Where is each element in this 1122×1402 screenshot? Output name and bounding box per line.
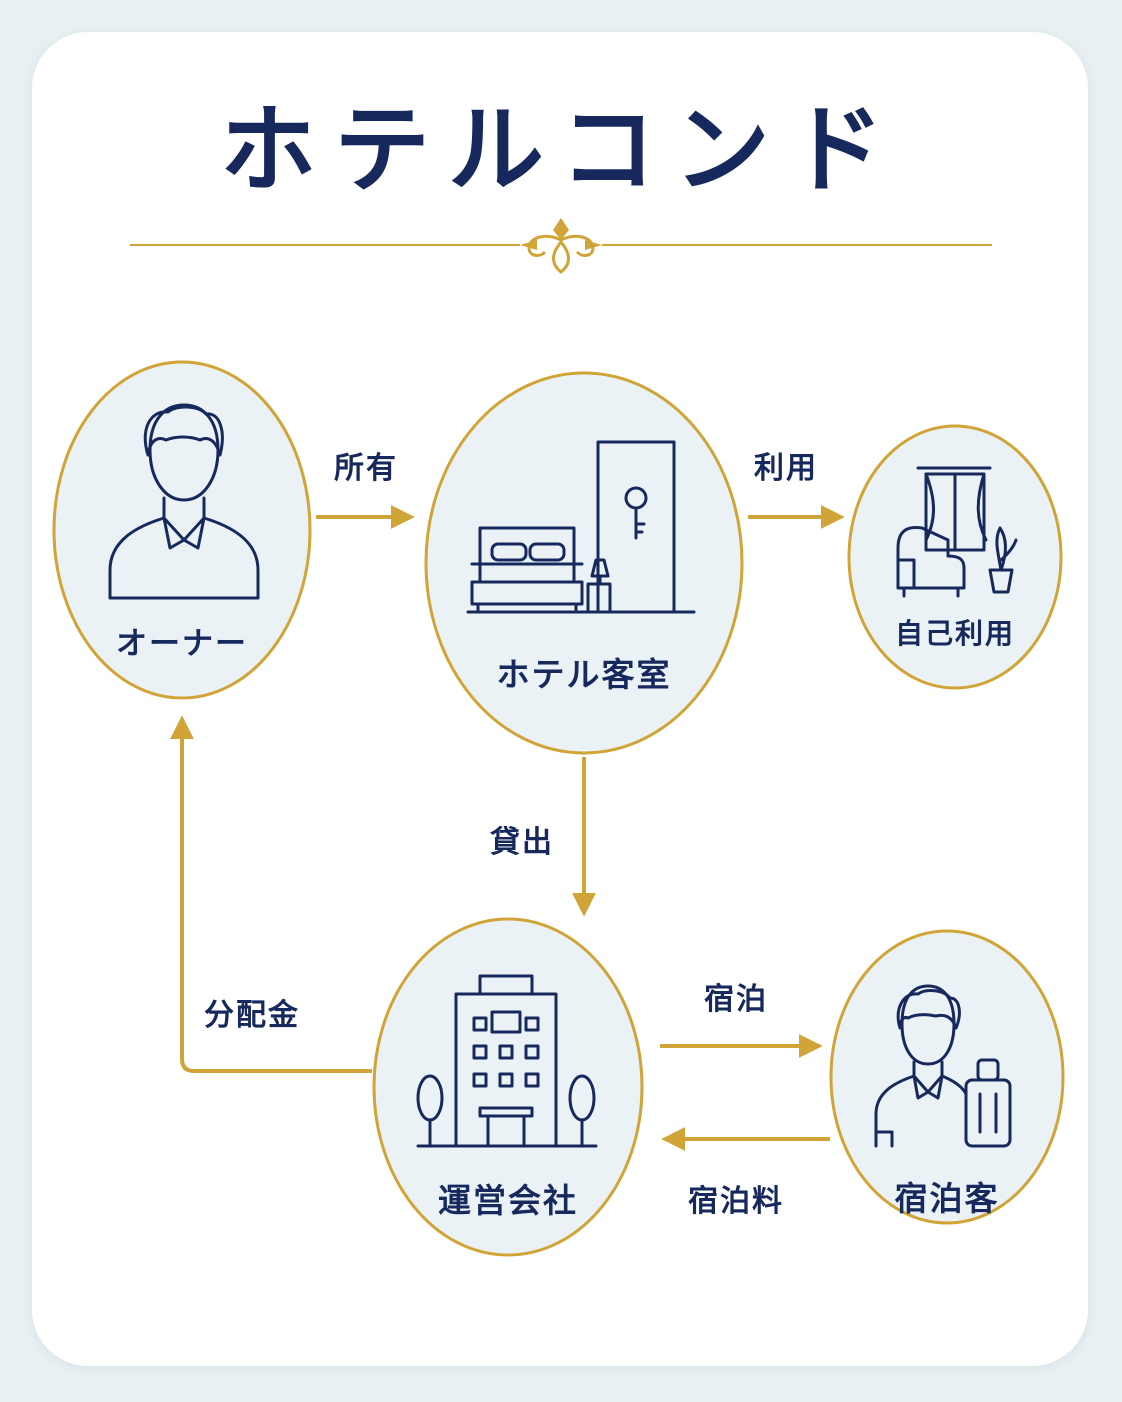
person-icon <box>108 403 260 600</box>
edge-dividend-label: 分配金 <box>204 998 300 1033</box>
owner-label: オーナー <box>116 626 248 662</box>
hotel-room-icon <box>466 440 696 614</box>
guest-label: 宿泊客 <box>894 1179 1000 1218</box>
edge-own-label: 所有 <box>334 451 398 486</box>
title-divider-ornament <box>130 218 992 274</box>
edge-dividend-arrow <box>170 715 372 1073</box>
room-label: ホテル客室 <box>496 655 672 694</box>
armchair-icon <box>896 466 1018 598</box>
self-use-label: 自己利用 <box>894 617 1016 650</box>
operator-label: 運営会社 <box>438 1181 578 1220</box>
edge-lend-label: 貸出 <box>490 825 554 860</box>
edge-stay-fee-label: 宿泊料 <box>688 1184 784 1219</box>
edge-use-label: 利用 <box>754 451 818 486</box>
room-node <box>424 371 744 755</box>
edge-stay-label: 宿泊 <box>704 982 768 1017</box>
page-title: ホテルコンド <box>219 94 903 206</box>
owner-node <box>52 360 312 700</box>
guest-with-suitcase-icon <box>874 984 1012 1148</box>
hotel-building-icon <box>416 974 598 1148</box>
